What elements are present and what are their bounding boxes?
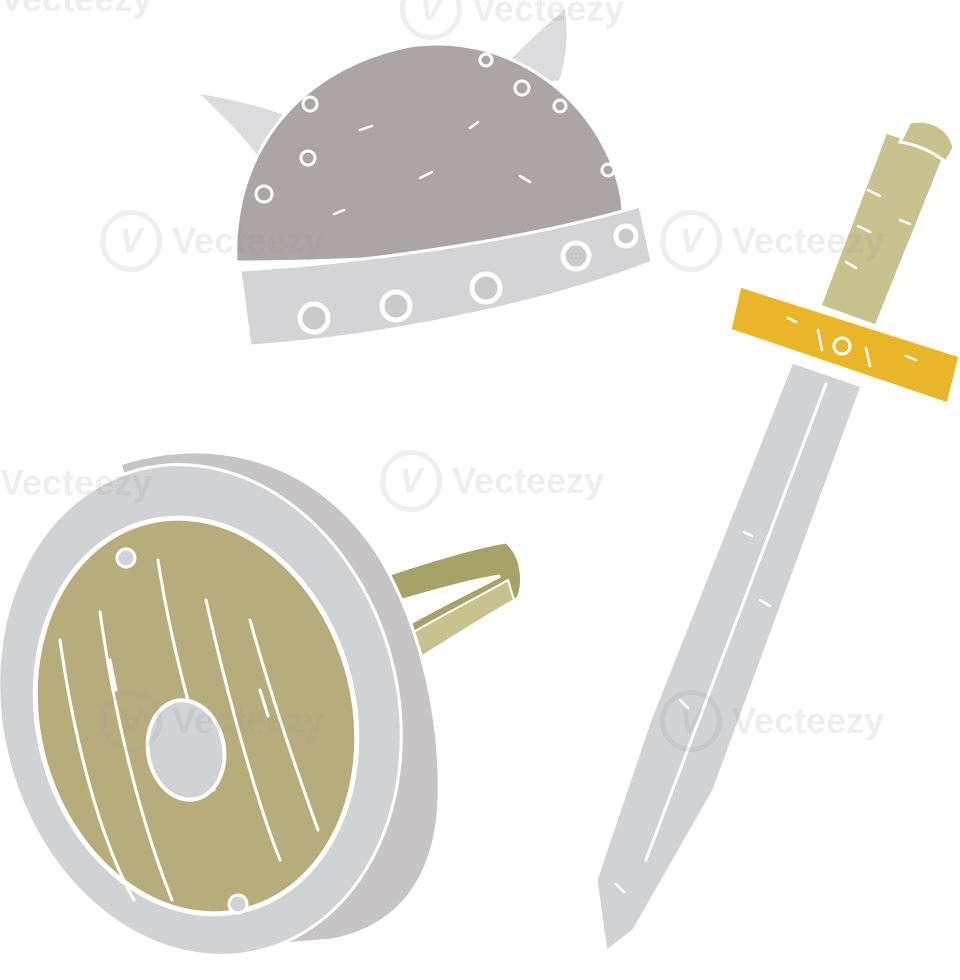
rivet	[513, 79, 531, 97]
blade-nicks	[614, 530, 772, 894]
rivet	[469, 271, 503, 305]
rivet	[478, 52, 494, 68]
shield-rivet-bottom	[227, 893, 249, 915]
shield	[0, 450, 524, 957]
dome-rivets	[254, 52, 616, 204]
rivet	[299, 149, 317, 167]
sword-blade	[594, 360, 864, 955]
rivet	[297, 301, 331, 335]
rivet	[379, 289, 413, 323]
rivet	[301, 95, 319, 113]
rivet	[552, 98, 568, 114]
shield-rivet-top	[115, 547, 137, 569]
shield-strap-inner	[398, 578, 516, 670]
shield-boss	[145, 698, 227, 802]
crossguard-marks	[786, 316, 918, 368]
helmet-band	[238, 204, 654, 348]
rivet	[600, 162, 616, 178]
dome-scratches	[332, 120, 532, 216]
rivet	[613, 223, 639, 249]
grip-wraps	[844, 188, 912, 270]
sword	[594, 119, 960, 955]
rivet	[254, 184, 274, 204]
band-rivets	[297, 223, 639, 335]
viking-helmet	[191, 3, 654, 348]
crossguard-rivet	[832, 336, 852, 356]
rivet	[560, 240, 592, 272]
sword-grip	[818, 130, 948, 328]
sword-pommel	[897, 119, 956, 165]
blade-fuller	[644, 382, 828, 862]
